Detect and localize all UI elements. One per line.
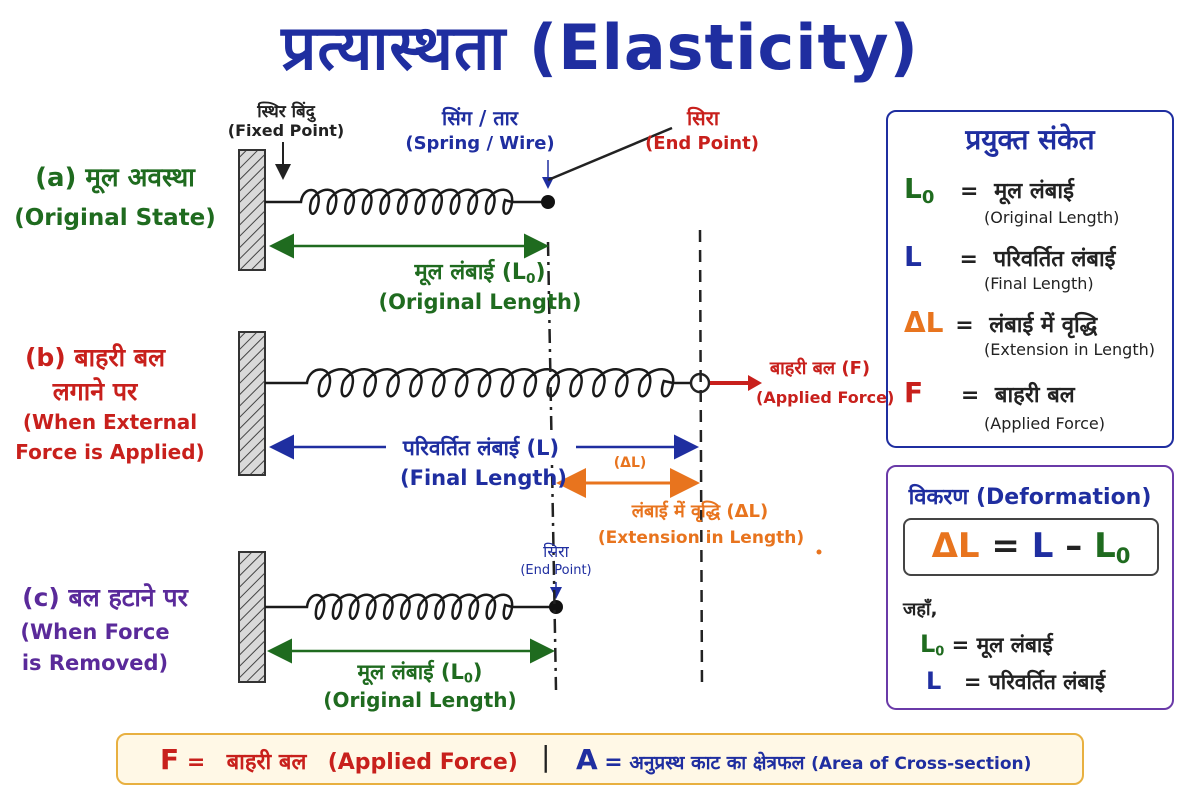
- final-length-en: (Final Length): [400, 466, 567, 490]
- symbol-row-delta: ΔL = लंबाई में वृद्धि: [904, 306, 1098, 339]
- end-point-c: [549, 600, 563, 614]
- state-b-label-hi-1: (b) बाहरी बल: [24, 343, 166, 372]
- symbol-row-f: F = बाहरी बल: [904, 376, 1075, 409]
- deformation-box: [886, 465, 1174, 710]
- original-length-c-hi: मूल लंबाई (L0): [357, 660, 483, 687]
- symbol-f-en: (Applied Force): [984, 414, 1106, 433]
- original-length-a-en: (Original Length): [378, 290, 582, 314]
- state-b-label-en-1: (When External: [22, 410, 198, 434]
- spring-a-coil: [265, 188, 548, 215]
- where-row-l: L = परिवर्तित लंबाई: [926, 667, 1106, 695]
- spring-label-hi: सिंग / तार: [442, 106, 518, 130]
- symbol-row-l: L = परिवर्तित लंबाई: [904, 240, 1116, 273]
- deformation-formula: [903, 518, 1159, 576]
- wall-c: [238, 551, 266, 683]
- symbol-delta-en: (Extension in Length): [984, 340, 1155, 359]
- bottom-a-definition: A = अनुप्रस्थ काट का क्षेत्रफल (Area of …: [576, 743, 1032, 776]
- original-length-a-hi: मूल लंबाई (L0): [414, 260, 546, 287]
- spring-c: [265, 593, 556, 620]
- applied-force-label-en: (Applied Force): [756, 388, 895, 407]
- state-b-label-en-2: Force is Applied): [15, 440, 205, 464]
- applied-force-label-hi: बाहरी बल (F): [769, 358, 871, 379]
- end-point-c-hi: सिरा: [543, 542, 569, 561]
- end-point-label-hi: सिरा: [686, 106, 720, 130]
- state-c-label-hi: (c) बल हटाने पर: [22, 583, 188, 612]
- delta-l-small: (ΔL): [613, 455, 647, 471]
- state-b-label-hi-2: लगाने पर: [52, 377, 138, 406]
- state-c-label-en-1: (When Force: [20, 620, 170, 644]
- state-a-label-en: (Original State): [14, 205, 216, 231]
- spring-label-en: (Spring / Wire): [405, 133, 555, 154]
- extension-label-hi: लंबाई में वृद्धि (ΔL): [631, 501, 769, 522]
- final-length-hi: परिवर्तित लंबाई (L): [386, 434, 576, 462]
- bottom-definitions: [116, 733, 1084, 785]
- end-point-a: [541, 195, 555, 209]
- spring-c-coil: [265, 593, 556, 620]
- spring-b-coil: [265, 368, 691, 398]
- page-title: प्रत्यास्थता (Elasticity): [281, 11, 919, 84]
- end-point-c-en: (End Point): [520, 563, 592, 578]
- spring-a: [265, 188, 548, 215]
- wall-b: [238, 331, 266, 476]
- extension-label-en: (Extension in Length): [597, 528, 805, 548]
- where-label: जहाँ,: [903, 599, 938, 620]
- wall-a: [238, 149, 266, 271]
- original-length-c-en: (Original Length): [323, 688, 517, 712]
- deformation-formula-text: ΔL = L – L0: [931, 526, 1131, 568]
- state-c-label-en-2: is Removed): [21, 651, 169, 675]
- fixed-point-label-hi: स्थिर बिंदु: [257, 102, 315, 122]
- deformation-heading: विकरण (Deformation): [908, 485, 1152, 510]
- end-point-label-en: (End Point): [645, 133, 759, 154]
- bottom-separator: |: [541, 740, 551, 773]
- state-a-label-hi: (a) मूल अवस्था: [35, 163, 195, 193]
- bottom-f-definition: F = बाहरी बल (Applied Force): [160, 743, 518, 776]
- symbols-box: [886, 110, 1174, 448]
- where-row-l0: L0 = मूल लंबाई: [920, 630, 1053, 660]
- symbol-row-l0: L0 = मूल लंबाई: [904, 172, 1074, 209]
- fixed-point-label-en: (Fixed Point): [227, 121, 345, 140]
- symbol-l-en: (Final Length): [984, 274, 1094, 293]
- symbol-l0-en: (Original Length): [984, 208, 1120, 227]
- symbols-heading: प्रयुक्त संकेत: [965, 123, 1095, 156]
- spring-b: [265, 368, 691, 398]
